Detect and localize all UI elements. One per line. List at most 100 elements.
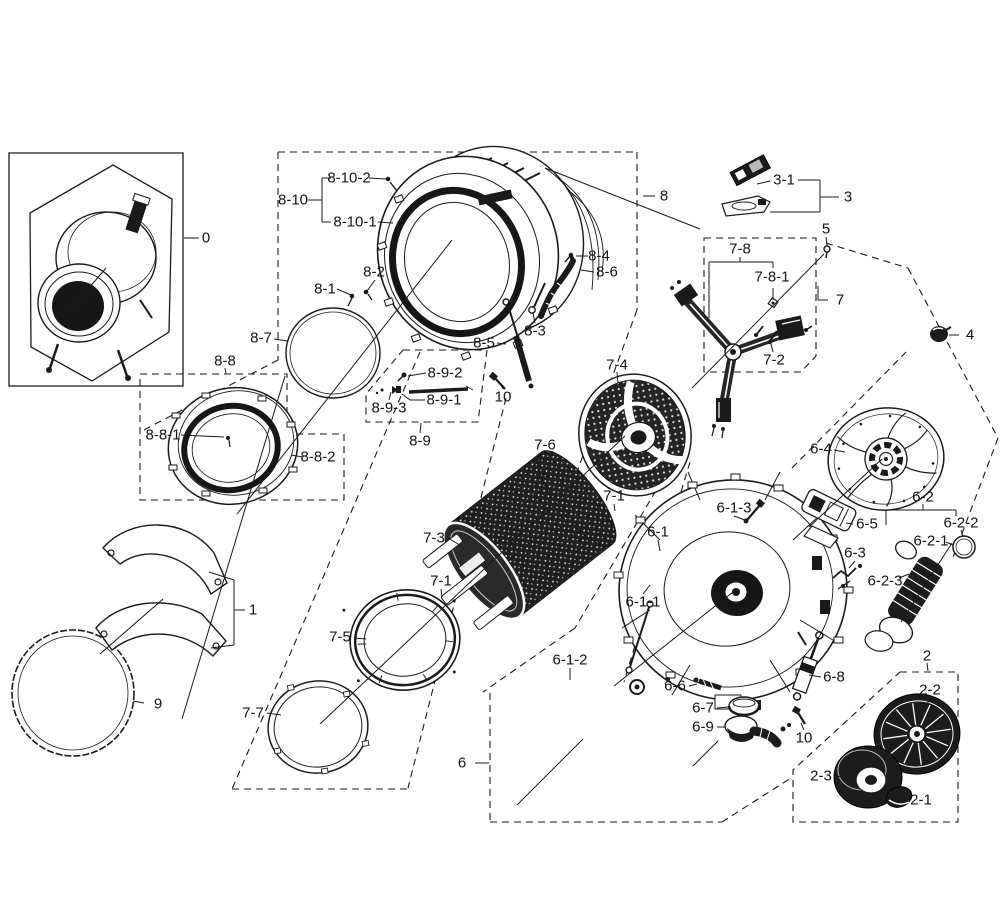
leader-line-67	[688, 683, 698, 687]
leader-line-57	[898, 573, 910, 579]
leader-line-53	[845, 522, 854, 525]
part-label-10-a: 10	[495, 389, 512, 406]
leader-line-79	[613, 591, 734, 687]
part-label-7-5: 7-5	[329, 629, 351, 646]
part-7-2-bolts	[754, 325, 778, 345]
part-label-7-3: 7-3	[423, 530, 445, 547]
part-0-tub-assembly-complete	[37, 192, 157, 381]
part-label-6-1-2: 6-1-2	[552, 652, 587, 669]
part-1-brackets	[95, 524, 228, 658]
leader-line-55	[945, 541, 954, 546]
part-label-8-6: 8-6	[596, 264, 618, 281]
part-6-4-rotor	[827, 407, 945, 511]
part-label-9: 9	[154, 696, 162, 713]
outline-group-8-9-box	[365, 349, 488, 423]
part-2-2-pulley	[873, 693, 961, 775]
part-8-5-damper	[502, 298, 534, 389]
leader-line-60	[208, 571, 235, 581]
part-label-7-7: 7-7	[242, 705, 264, 722]
leader-line-32	[224, 367, 227, 375]
leader-line-37	[499, 382, 504, 390]
outline-group-8-8-box	[139, 373, 345, 501]
outline-group-7-top	[825, 242, 909, 269]
part-8-9-damper-kit	[375, 372, 474, 395]
leader-line-68	[132, 700, 145, 704]
outline-group-0-box	[8, 152, 184, 387]
leader-line-18	[366, 279, 376, 292]
leader-line-35	[388, 391, 392, 401]
part-8-10-2-screw	[385, 176, 398, 192]
leader-line-82	[808, 458, 883, 528]
part-label-6-9: 6-9	[692, 719, 714, 736]
part-label-6-6: 6-6	[664, 678, 686, 695]
part-label-7-1-b: 7-1	[603, 488, 625, 505]
part-8-6-hose	[538, 256, 576, 319]
part-label-6: 6	[458, 755, 466, 772]
leader-line-23	[496, 342, 507, 345]
part-label-8-10-1: 8-10-1	[333, 214, 376, 231]
leader-line-70	[266, 712, 282, 716]
part-label-6-1-1: 6-1-1	[625, 594, 660, 611]
part-label-2-2: 2-2	[919, 682, 941, 699]
leader-line-76	[897, 797, 909, 801]
part-10-bolt-lower	[791, 705, 806, 725]
leader-line-20	[580, 269, 595, 273]
part-label-7: 7	[836, 292, 844, 309]
leader-line-40	[833, 449, 846, 453]
outline-group-6-slant-a	[574, 469, 669, 629]
leader-line-75	[834, 775, 844, 778]
leader-line-85	[99, 598, 164, 655]
part-label-2: 2	[923, 648, 931, 665]
part-8-tub-front	[376, 145, 604, 361]
part-label-2-1: 2-1	[910, 792, 932, 809]
part-label-8-9-1: 8-9-1	[426, 392, 461, 409]
part-6-3-clamp	[832, 564, 862, 590]
leader-line-44	[447, 537, 464, 548]
part-label-6-5: 6-5	[856, 516, 878, 533]
leader-line-54	[960, 529, 964, 538]
part-3-bracket	[721, 195, 771, 217]
leader-line-10	[756, 180, 771, 185]
part-label-10-b: 10	[796, 730, 813, 747]
part-6-6-bolt	[666, 677, 722, 691]
leader-line-48	[733, 515, 746, 521]
part-6-8-damper	[791, 631, 824, 701]
leader-line-65	[926, 662, 929, 672]
leader-line-80	[516, 738, 584, 806]
part-3-1-latch	[729, 154, 772, 187]
leader-line-1	[69, 267, 107, 311]
leader-line-39	[770, 343, 774, 353]
part-label-6-2-2: 6-2-2	[943, 515, 978, 532]
part-8-3-strut-end	[528, 282, 546, 314]
part-label-6-4: 6-4	[810, 441, 832, 458]
leader-line-78	[319, 435, 626, 725]
leader-line-22	[273, 338, 289, 342]
part-label-8-1: 8-1	[314, 281, 336, 298]
leader-line-21	[532, 312, 536, 324]
part-label-7-2: 7-2	[763, 352, 785, 369]
part-label-6-8: 6-8	[823, 669, 845, 686]
part-6-9-drain-elbow	[724, 715, 791, 748]
part-label-2-3: 2-3	[810, 768, 832, 785]
part-label-8-8: 8-8	[214, 353, 236, 370]
part-10-bolt-upper	[488, 371, 506, 390]
part-label-8-9-2: 8-9-2	[427, 365, 462, 382]
part-label-8-8-2: 8-8-2	[300, 449, 335, 466]
leader-line-45	[440, 588, 443, 598]
part-label-6-1-3: 6-1-3	[716, 500, 751, 517]
part-7-8-1-pin	[767, 296, 779, 309]
part-2-3-hub	[833, 745, 903, 809]
part-label-8-5: 8-5	[473, 335, 495, 352]
leader-line-63	[353, 637, 367, 640]
leader-line-56	[848, 560, 856, 569]
part-2-1-cap	[885, 786, 913, 808]
outline-group-7-right	[907, 267, 999, 439]
outline-group-2-box	[792, 671, 959, 823]
leader-line-15	[825, 236, 828, 247]
leader-line-47	[657, 539, 661, 552]
part-7-4-basket-rear	[578, 373, 692, 497]
part-label-6-2-3: 6-2-3	[867, 573, 902, 590]
part-4-grommet	[930, 326, 952, 342]
group-parts	[11, 145, 976, 809]
